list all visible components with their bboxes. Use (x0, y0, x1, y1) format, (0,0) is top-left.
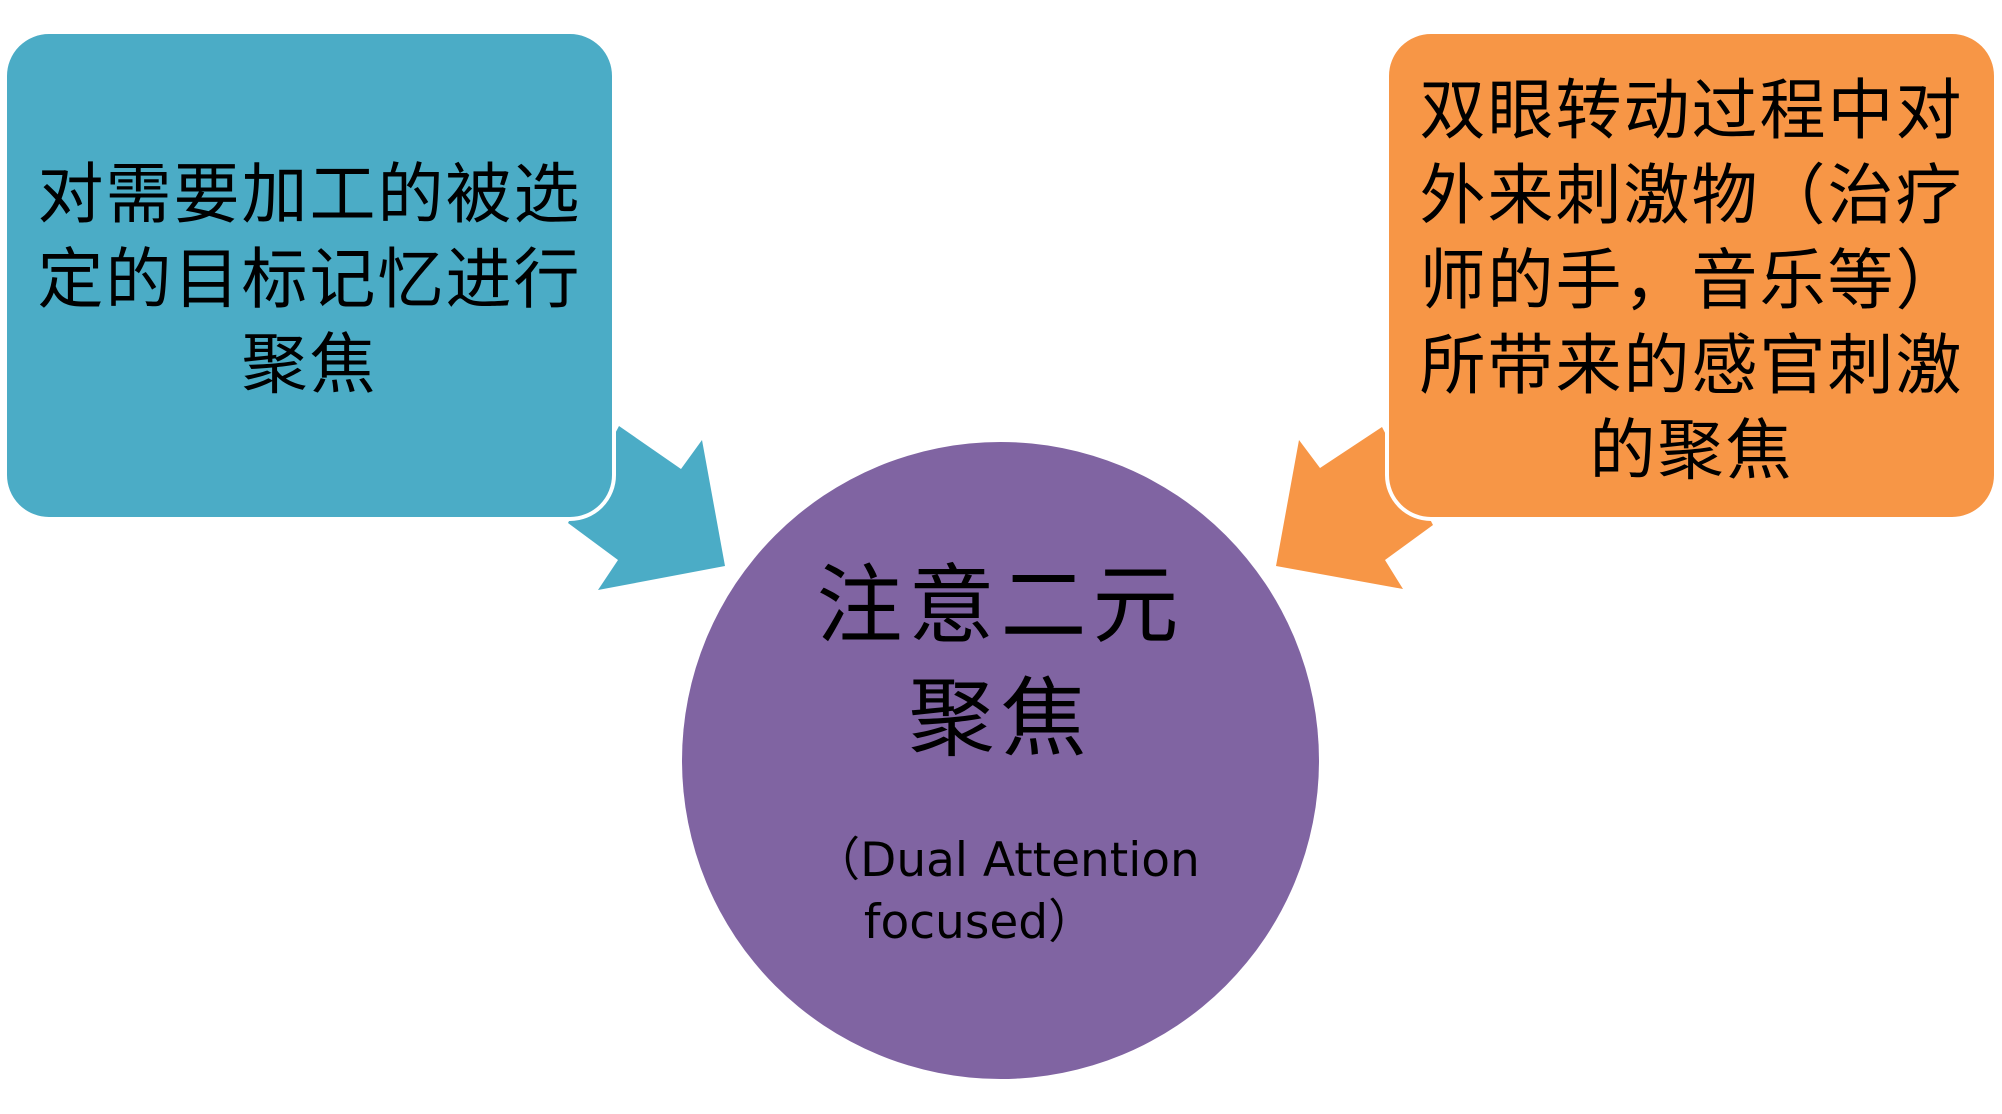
center-title: 注意二元 聚焦 (682, 550, 1319, 776)
left-box-line: 聚焦 (241, 326, 378, 403)
right-box-sensory-focus: 双眼转动过程中对 外来刺激物（治疗 师的手，音乐等） 所带来的感官刺激 的聚焦 (1385, 30, 1998, 521)
center-title-line: 注意二元 (816, 556, 1185, 656)
left-box-memory-focus: 对需要加工的被选 定的目标记忆进行 聚焦 (3, 30, 616, 521)
center-subtitle: （Dual Attention focused） (682, 830, 1319, 954)
right-box-line: 的聚焦 (1589, 412, 1794, 489)
right-box-line: 外来刺激物（治疗 (1419, 157, 1964, 234)
right-box-line: 师的手，音乐等） (1419, 242, 1964, 319)
right-box-line: 双眼转动过程中对 (1419, 72, 1964, 149)
left-box-line: 定的目标记忆进行 (37, 241, 582, 318)
left-box-line: 对需要加工的被选 (37, 156, 582, 233)
left-box-text: 对需要加工的被选 定的目标记忆进行 聚焦 (7, 152, 612, 407)
right-box-line: 所带来的感官刺激 (1419, 327, 1964, 404)
center-title-line: 聚焦 (908, 669, 1093, 769)
center-subtitle-line: focused） (863, 895, 1096, 950)
center-circle-dual-attention: 注意二元 聚焦 （Dual Attention focused） (682, 442, 1319, 1079)
center-subtitle-line: （Dual Attention (813, 833, 1200, 888)
right-box-text: 双眼转动过程中对 外来刺激物（治疗 师的手，音乐等） 所带来的感官刺激 的聚焦 (1389, 68, 1994, 493)
